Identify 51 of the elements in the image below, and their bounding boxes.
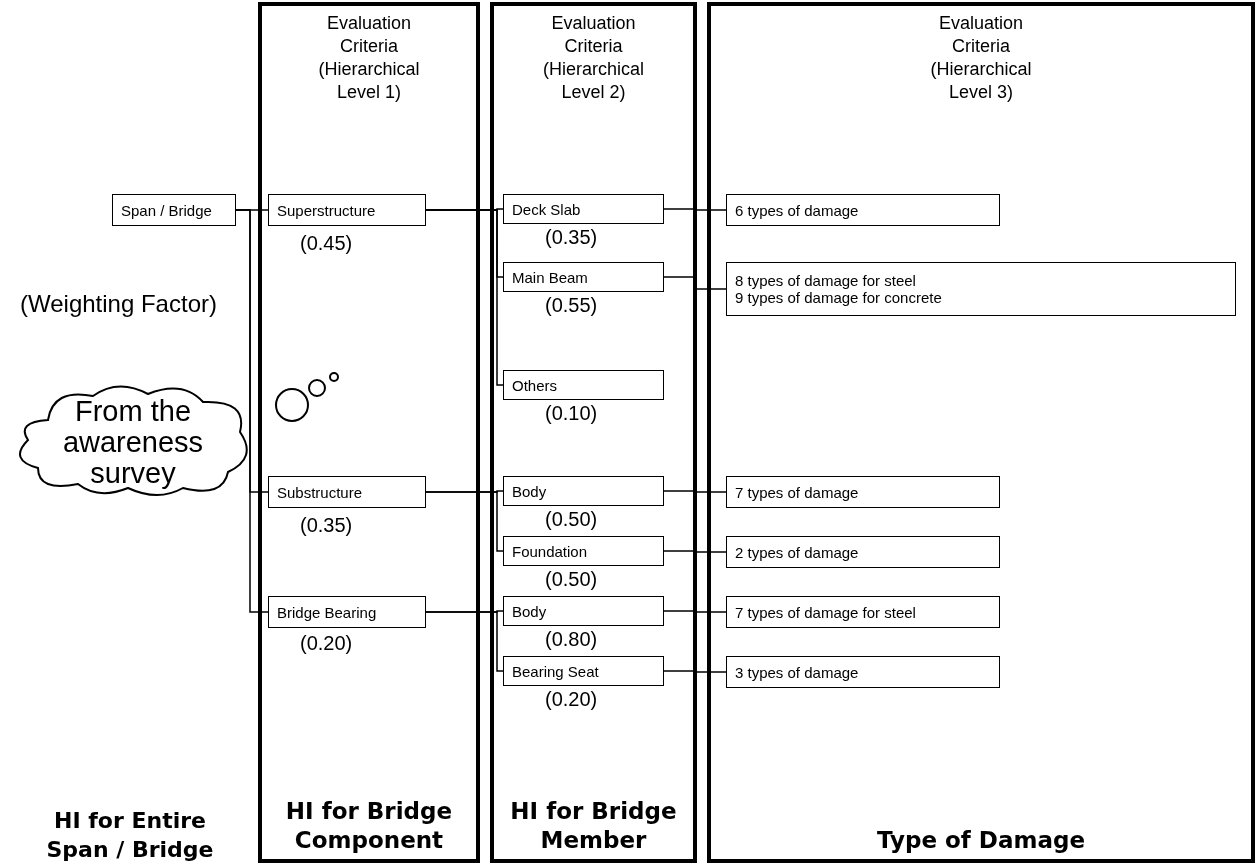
weight-label: (0.20) (300, 632, 353, 654)
component-box: Main Beam (503, 262, 664, 292)
box-text: 8 types of damage for steel (735, 272, 917, 289)
connector-line (425, 491, 504, 552)
column-title: HI for Bridge Component (284, 797, 454, 855)
weight-label: (0.35) (545, 226, 598, 248)
connector-line (425, 209, 504, 386)
column-title: HI for Entire Span / Bridge (45, 807, 215, 864)
component-box: Substructure (268, 476, 426, 508)
component-box: Superstructure (268, 194, 426, 226)
cloud-text: From the awareness survey (61, 396, 205, 489)
component-box: Span / Bridge (112, 194, 236, 226)
component-box: 2 types of damage (726, 536, 1000, 568)
column-heading: Evaluation Criteria (Hierarchical Level 1) (317, 12, 421, 104)
damage-box (726, 262, 1236, 316)
connector-line (663, 550, 727, 553)
component-box: 3 types of damage (726, 656, 1000, 688)
component-box: Body (503, 596, 664, 626)
component-box: Body (503, 476, 664, 506)
axis-note: (Weighting Factor) (20, 290, 218, 318)
weight-label: (0.20) (545, 688, 598, 710)
column-heading: Evaluation Criteria (Hierarchical Level 3) (929, 12, 1033, 104)
component-box: Bearing Seat (503, 656, 664, 686)
component-box: 7 types of damage (726, 476, 1000, 508)
connector-line (663, 490, 727, 493)
component-box: 7 types of damage for steel (726, 596, 1000, 628)
weight-label: (0.35) (300, 514, 353, 536)
weight-label: (0.45) (300, 232, 353, 254)
component-box: Deck Slab (503, 194, 664, 224)
column-panel (490, 2, 697, 863)
connector-line (425, 611, 504, 672)
connector-line (663, 610, 727, 613)
weight-label: (0.80) (545, 628, 598, 650)
component-box: Bridge Bearing (268, 596, 426, 628)
connector-line (235, 209, 269, 613)
column-heading: Evaluation Criteria (Hierarchical Level 2) (542, 12, 645, 104)
component-box: Others (503, 370, 664, 400)
column-panel (258, 2, 480, 863)
component-box: Foundation (503, 536, 664, 566)
connector-line (663, 276, 727, 290)
column-title: HI for Bridge Member (509, 797, 678, 855)
column-title: Type of Damage (876, 826, 1086, 855)
weight-label: (0.55) (545, 294, 598, 316)
connector-line (663, 670, 727, 673)
weight-label: (0.50) (545, 508, 598, 530)
column-panel (707, 2, 1255, 863)
weight-label: (0.50) (545, 568, 598, 590)
connector-line (663, 208, 727, 211)
weight-label: (0.10) (545, 402, 598, 424)
component-box: 6 types of damage (726, 194, 1000, 226)
box-text: 9 types of damage for concrete (735, 289, 943, 306)
